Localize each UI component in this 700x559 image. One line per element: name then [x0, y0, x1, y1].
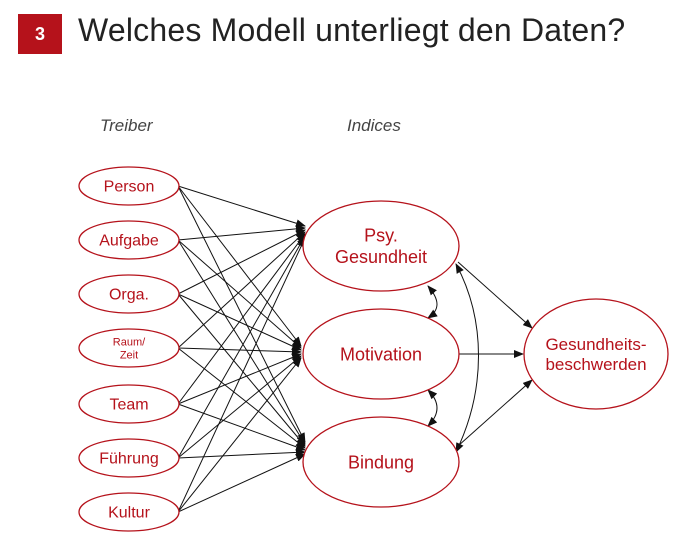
- outcome-gesundheitsbeschwerden-shape: [523, 298, 669, 410]
- arrow-team-to-psy-gesundheit: [177, 233, 306, 405]
- arrow-raum-zeit-to-bindung: [177, 347, 306, 449]
- arrow-bindung-to-outcome: [457, 379, 533, 447]
- section-number-badge: 3: [18, 14, 62, 54]
- index-psy-gesundheit-shape: [302, 200, 460, 292]
- index-bindung-shape: [302, 416, 460, 508]
- driver-aufgabe-label: Aufgabe: [99, 233, 159, 250]
- index-bindung-label: Bindung: [348, 452, 414, 472]
- arrow-orga-to-psy-gesundheit: [177, 229, 306, 295]
- arrow-aufgabe-to-motivation: [177, 239, 302, 349]
- arrow-person-to-bindung: [177, 185, 306, 443]
- driver-fuehrung-shape: [78, 438, 180, 478]
- arrow-orga-to-bindung: [177, 293, 306, 447]
- driver-fuehrung: Führung: [78, 438, 180, 478]
- drivers-column-label: Treiber: [100, 116, 153, 135]
- driver-orga: Orga.: [78, 274, 180, 314]
- index-motivation-shape: [302, 308, 460, 400]
- driver-raum-zeit-shape: [78, 328, 180, 368]
- arrow-aufgabe-to-psy-gesundheit: [177, 224, 306, 241]
- driver-kultur-label: Kultur: [108, 505, 150, 522]
- correlation-psy-motivation: [427, 285, 438, 319]
- arrow-fuehrung-to-motivation: [177, 355, 302, 459]
- indices-column-label: Indices: [347, 116, 401, 135]
- driver-kultur-shape: [78, 492, 180, 532]
- correlation-psy-bindung: [455, 263, 479, 453]
- driver-person: Person: [78, 166, 180, 206]
- driver-team-shape: [78, 384, 180, 424]
- driver-raum-zeit-label: Zeit: [120, 349, 138, 361]
- index-bindung: Bindung: [302, 416, 460, 508]
- outcome-gesundheitsbeschwerden-label: Gesundheits-: [545, 335, 646, 354]
- driver-aufgabe: Aufgabe: [78, 220, 180, 260]
- arrow-team-to-bindung: [177, 403, 306, 451]
- driver-orga-label: Orga.: [109, 287, 149, 304]
- section-number: 3: [34, 23, 45, 44]
- outcome-gesundheitsbeschwerden: Gesundheits-beschwerden: [523, 298, 669, 410]
- driver-raum-zeit: Raum/Zeit: [78, 328, 180, 368]
- arrow-raum-zeit-to-psy-gesundheit: [177, 231, 306, 349]
- index-psy-gesundheit: Psy.Gesundheit: [302, 200, 460, 292]
- arrow-kultur-to-bindung: [177, 453, 306, 513]
- arrow-aufgabe-to-bindung: [177, 239, 306, 445]
- driver-orga-shape: [78, 274, 180, 314]
- driver-person-label: Person: [104, 179, 155, 196]
- arrow-person-to-motivation: [177, 185, 302, 347]
- index-motivation: Motivation: [302, 308, 460, 400]
- index-motivation-label: Motivation: [340, 344, 422, 364]
- driver-fuehrung-label: Führung: [99, 451, 159, 468]
- arrow-fuehrung-to-psy-gesundheit: [177, 235, 306, 459]
- driver-team-label: Team: [109, 397, 148, 414]
- driver-person-shape: [78, 166, 180, 206]
- arrow-psy-to-outcome: [457, 261, 533, 329]
- outcome-gesundheitsbeschwerden-label: beschwerden: [545, 355, 646, 374]
- driver-aufgabe-shape: [78, 220, 180, 260]
- index-psy-gesundheit-label: Gesundheit: [335, 247, 427, 267]
- page-title: Welches Modell unterliegt den Daten?: [78, 12, 626, 48]
- driver-team: Team: [78, 384, 180, 424]
- driver-raum-zeit-label: Raum/: [113, 336, 146, 348]
- arrow-kultur-to-motivation: [177, 357, 302, 513]
- arrow-person-to-psy-gesundheit: [177, 185, 306, 228]
- correlation-motivation-bindung: [427, 389, 438, 427]
- driver-kultur: Kultur: [78, 492, 180, 532]
- arrow-kultur-to-psy-gesundheit: [177, 237, 306, 513]
- arrow-fuehrung-to-bindung: [177, 448, 306, 459]
- index-psy-gesundheit-label: Psy.: [364, 226, 398, 246]
